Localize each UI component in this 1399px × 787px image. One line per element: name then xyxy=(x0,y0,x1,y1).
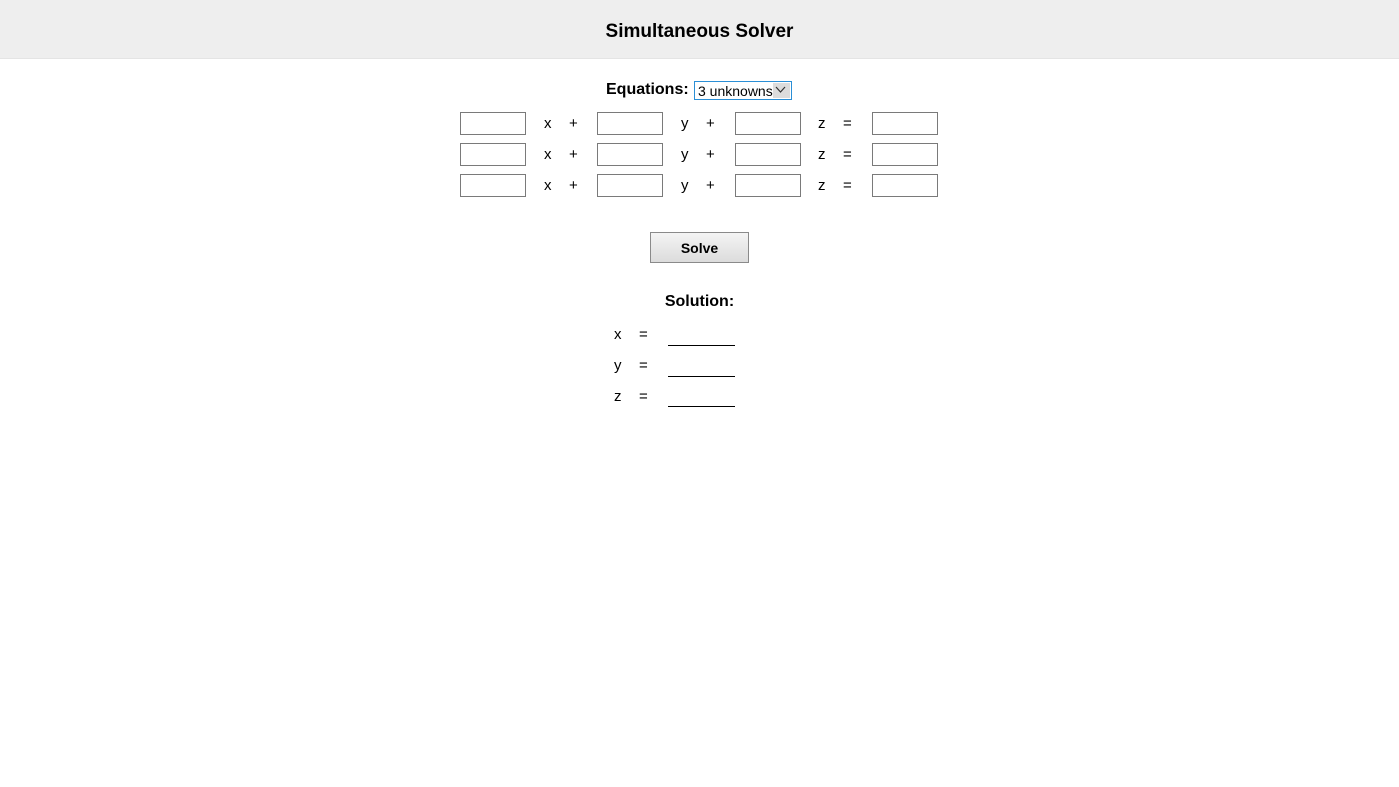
row-3-z-label: z xyxy=(818,177,826,194)
row-3-y-label: y xyxy=(681,177,689,194)
page-title: Simultaneous Solver xyxy=(605,21,794,42)
chevron-down-icon[interactable] xyxy=(773,83,790,98)
row-2-y-coefficient-input[interactable] xyxy=(597,143,663,166)
row-1-plus-1: + xyxy=(569,115,578,132)
solution-x-equals: = xyxy=(639,326,648,343)
unknowns-select-value: 3 unknowns xyxy=(698,83,773,99)
row-3-equals: = xyxy=(843,177,852,194)
row-3-plus-2: + xyxy=(706,177,715,194)
solution-z-label: z xyxy=(614,388,622,405)
row-3-y-coefficient-input[interactable] xyxy=(597,174,663,197)
solution-z-underline xyxy=(668,406,735,407)
solve-button[interactable]: Solve xyxy=(650,232,749,263)
unknowns-select[interactable]: 3 unknowns xyxy=(694,81,792,100)
row-3-z-coefficient-input[interactable] xyxy=(735,174,801,197)
row-3-x-coefficient-input[interactable] xyxy=(460,174,526,197)
app-header xyxy=(0,0,1399,59)
row-3-plus-1: + xyxy=(569,177,578,194)
row-2-constant-input[interactable] xyxy=(872,143,938,166)
row-1-equals: = xyxy=(843,115,852,132)
solution-y-label: y xyxy=(614,357,622,374)
row-2-z-label: z xyxy=(818,146,826,163)
row-2-z-coefficient-input[interactable] xyxy=(735,143,801,166)
row-3-constant-input[interactable] xyxy=(872,174,938,197)
row-1-x-label: x xyxy=(544,115,552,132)
row-1-y-label: y xyxy=(681,115,689,132)
row-1-plus-2: + xyxy=(706,115,715,132)
row-2-equals: = xyxy=(843,146,852,163)
equations-label: Equations: xyxy=(606,81,689,98)
row-1-constant-input[interactable] xyxy=(872,112,938,135)
solution-z-equals: = xyxy=(639,388,648,405)
row-2-plus-1: + xyxy=(569,146,578,163)
solution-y-underline xyxy=(668,376,735,377)
row-1-z-label: z xyxy=(818,115,826,132)
row-1-z-coefficient-input[interactable] xyxy=(735,112,801,135)
solution-x-underline xyxy=(668,345,735,346)
row-1-y-coefficient-input[interactable] xyxy=(597,112,663,135)
solution-y-equals: = xyxy=(639,357,648,374)
row-2-plus-2: + xyxy=(706,146,715,163)
row-1-x-coefficient-input[interactable] xyxy=(460,112,526,135)
solution-label: Solution: xyxy=(664,293,735,310)
solution-x-label: x xyxy=(614,326,622,343)
row-2-y-label: y xyxy=(681,146,689,163)
row-2-x-coefficient-input[interactable] xyxy=(460,143,526,166)
row-2-x-label: x xyxy=(544,146,552,163)
row-3-x-label: x xyxy=(544,177,552,194)
